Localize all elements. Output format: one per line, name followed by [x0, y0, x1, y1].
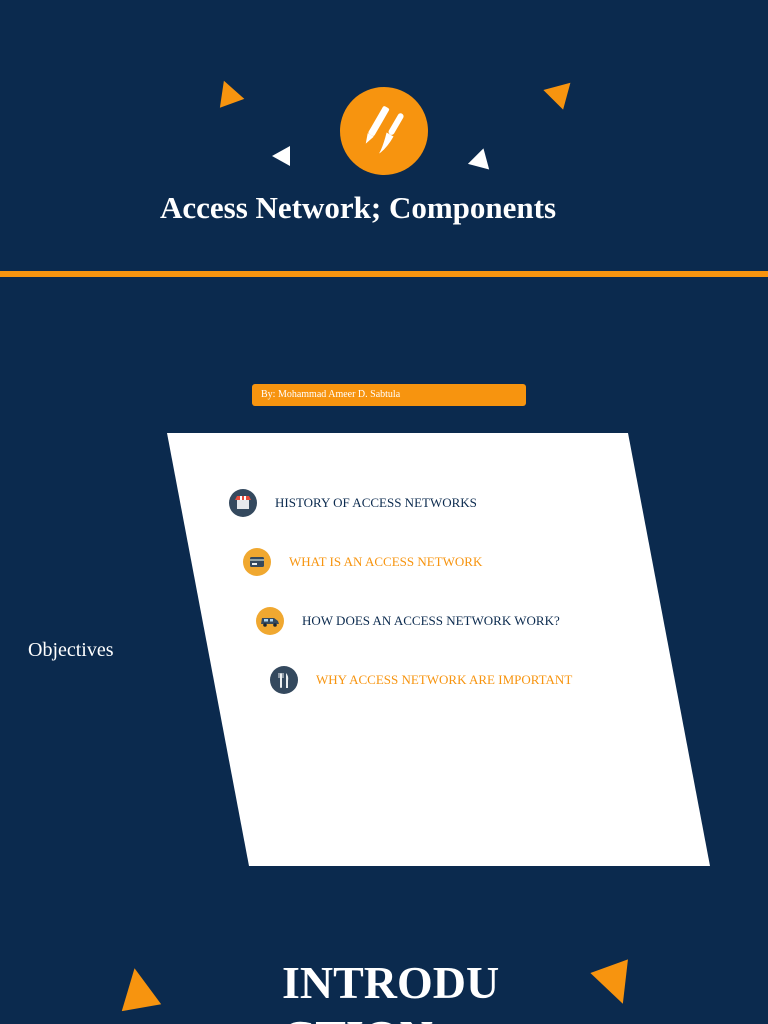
logo-badge: [340, 87, 428, 175]
white-triangle-decoration: [272, 146, 290, 166]
orange-triangle-decoration: [114, 964, 162, 1012]
objective-item: HISTORY OF ACCESS NETWORKS: [229, 488, 477, 518]
credit-card-icon: [243, 548, 271, 576]
slide-title: Access Network; Components: [159, 190, 557, 225]
objective-label: HOW DOES AN ACCESS NETWORK WORK?: [302, 613, 560, 628]
delivery-van-icon: [256, 607, 284, 635]
author-bar: By: Mohammad Ameer D. Sabtula: [252, 384, 526, 406]
objectives-label: Objectives: [28, 639, 114, 661]
objective-label: WHY ACCESS NETWORK ARE IMPORTANT: [316, 672, 573, 687]
objective-label: WHAT IS AN ACCESS NETWORK: [289, 554, 483, 569]
pencil-brush-icon: [365, 106, 404, 154]
objective-label: HISTORY OF ACCESS NETWORKS: [275, 495, 477, 510]
shop-awning-icon: [229, 489, 257, 517]
slide-divider: [0, 271, 768, 277]
introduction-title: INTRODUCTION: [282, 957, 500, 1024]
objective-item: HOW DOES AN ACCESS NETWORK WORK?: [256, 606, 560, 636]
fork-knife-icon: [270, 666, 298, 694]
objective-item: WHY ACCESS NETWORK ARE IMPORTANT: [270, 665, 572, 695]
objective-item: WHAT IS AN ACCESS NETWORK: [243, 547, 482, 577]
